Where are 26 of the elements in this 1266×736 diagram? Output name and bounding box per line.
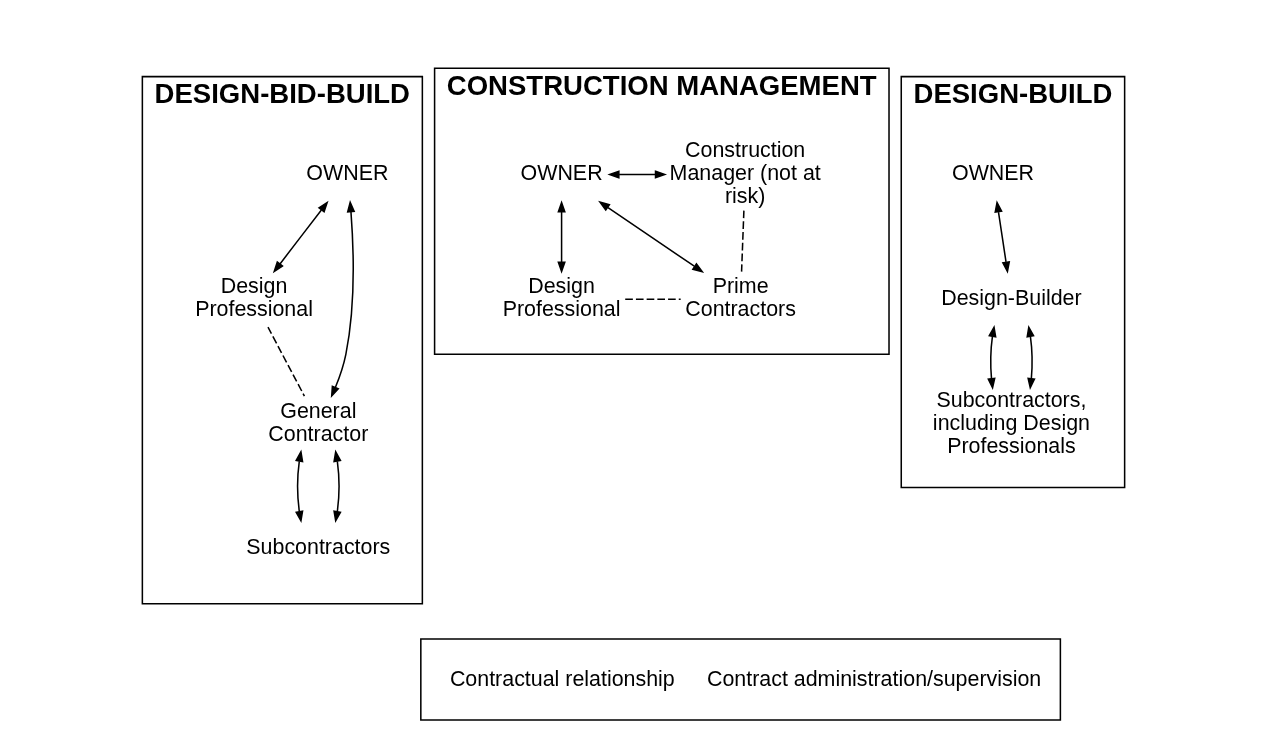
- legend-label: Contractual relationship: [449, 666, 675, 691]
- node-text: Prime Contractors: [684, 274, 796, 322]
- node-text: Design-Builder: [940, 285, 1082, 310]
- node-text: Subcontractors: [245, 535, 390, 560]
- node-text: Construction Manager (not at risk): [669, 138, 821, 209]
- arrow: [272, 200, 329, 274]
- node-text: OWNER: [520, 161, 603, 186]
- connector: [623, 298, 681, 301]
- node-text: Subcontractors, including Design Professionals: [932, 387, 1090, 458]
- connector: [266, 326, 305, 397]
- arrow: [986, 324, 997, 391]
- arrow: [1025, 324, 1036, 391]
- node-text: Design Professional: [502, 274, 620, 322]
- arrow: [597, 200, 704, 273]
- arrow: [330, 200, 355, 399]
- node-text: Design Professional: [194, 274, 313, 322]
- node-text: OWNER: [951, 161, 1034, 186]
- arrow: [993, 200, 1010, 274]
- connector: [740, 209, 745, 273]
- arrow: [556, 200, 566, 274]
- arrow: [332, 449, 342, 524]
- node-text: OWNER: [305, 161, 388, 186]
- arrow: [294, 449, 303, 524]
- legend-label: Contract administration/supervision: [706, 666, 1041, 691]
- node-text: General Contractor: [267, 399, 368, 447]
- arrow: [606, 170, 667, 179]
